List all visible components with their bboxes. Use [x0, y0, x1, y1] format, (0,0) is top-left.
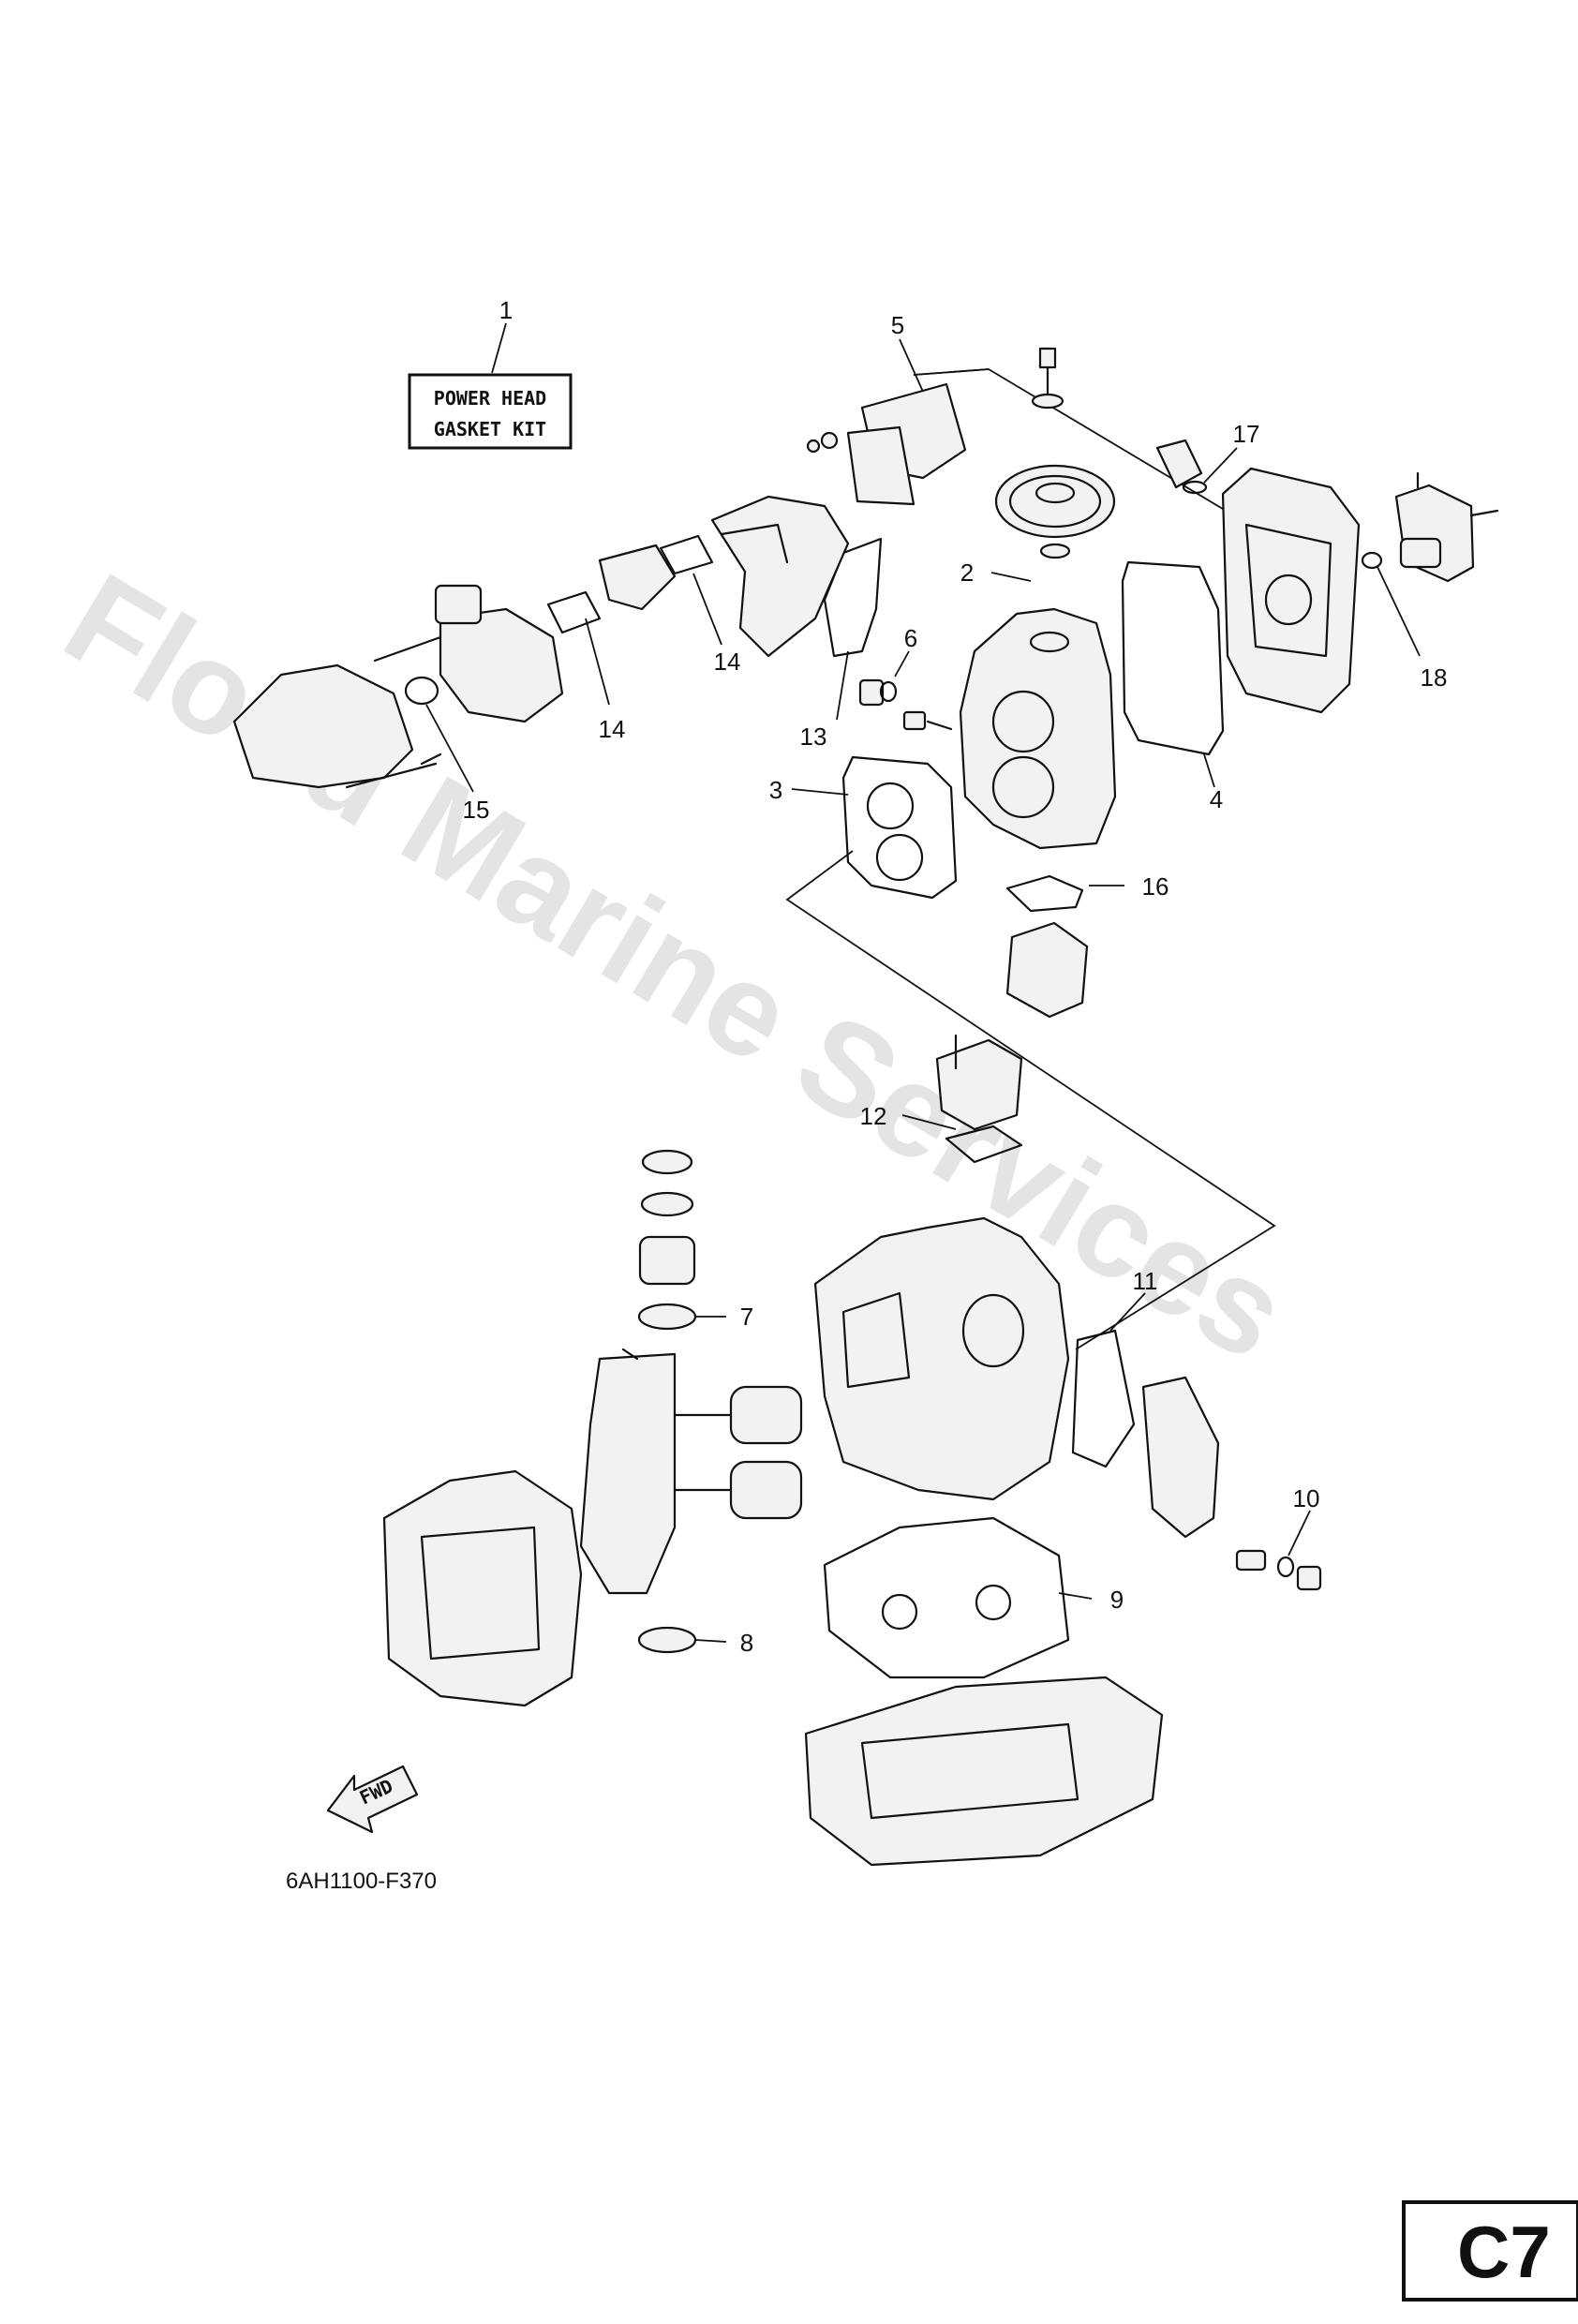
crankcase — [382, 1469, 583, 1707]
callout-17: 17 — [1233, 420, 1260, 448]
intake-manifold — [710, 495, 850, 658]
callout-9: 9 — [1110, 1586, 1124, 1614]
cylinder-head-cover — [1155, 439, 1361, 714]
page-code: C7 — [1457, 2211, 1551, 2293]
thermostat-housing — [1005, 874, 1089, 1019]
cylinder-block — [813, 1216, 1070, 1501]
lower-oil-seal — [637, 1626, 697, 1654]
callout-14a: 14 — [599, 715, 626, 743]
assembly-guide-lines — [785, 368, 1276, 1350]
cylinder-head-gasket — [841, 755, 958, 900]
exhaust-cover — [1071, 1329, 1220, 1539]
callout-18: 18 — [1421, 663, 1448, 692]
callout-2: 2 — [960, 559, 974, 587]
thermo-switch-parts — [858, 678, 953, 731]
page-code-box: C7 — [1402, 2200, 1578, 2302]
gasket-kit-label: POWER HEAD GASKET KIT — [408, 373, 573, 450]
callout-14b: 14 — [714, 648, 741, 676]
kit-label-line1: POWER HEAD — [434, 387, 546, 410]
drain-plug-parts — [1235, 1549, 1322, 1591]
timing-pulley-assembly — [994, 347, 1116, 559]
oil-pan — [804, 1676, 1164, 1867]
callout-16: 16 — [1142, 872, 1169, 901]
callout-labels: 1 2 3 4 5 6 7 8 9 10 11 12 13 14 14 15 1 — [425, 296, 1448, 1657]
callout-5: 5 — [891, 311, 904, 339]
callout-15: 15 — [463, 796, 490, 824]
callout-6: 6 — [904, 624, 917, 652]
callout-11: 11 — [1133, 1267, 1158, 1295]
fwd-arrow: FWD — [326, 1765, 419, 1834]
callout-7: 7 — [740, 1303, 753, 1331]
head-gasket — [1121, 560, 1225, 756]
reed-valve-plates — [806, 382, 967, 506]
callout-13: 13 — [800, 723, 827, 751]
carburetor-assembly — [232, 584, 564, 789]
crankshaft-pistons — [579, 1348, 803, 1595]
oil-pump — [935, 1034, 1023, 1164]
kit-label-line2: GASKET KIT — [434, 418, 546, 440]
callout-1: 1 — [499, 296, 513, 324]
callout-12: 12 — [860, 1102, 887, 1130]
base-gasket — [823, 1516, 1070, 1679]
diagram-code: 6AH1100-F370 — [286, 1869, 437, 1894]
exhaust-cover-gasket — [823, 537, 883, 658]
callout-8: 8 — [740, 1629, 753, 1657]
fuel-pump — [1361, 471, 1499, 583]
callout-3: 3 — [769, 776, 782, 804]
callout-10: 10 — [1293, 1484, 1320, 1512]
intake-gaskets — [546, 534, 714, 634]
seal-stack — [637, 1149, 697, 1331]
callout-4: 4 — [1210, 785, 1223, 813]
cylinder-head — [959, 607, 1117, 850]
